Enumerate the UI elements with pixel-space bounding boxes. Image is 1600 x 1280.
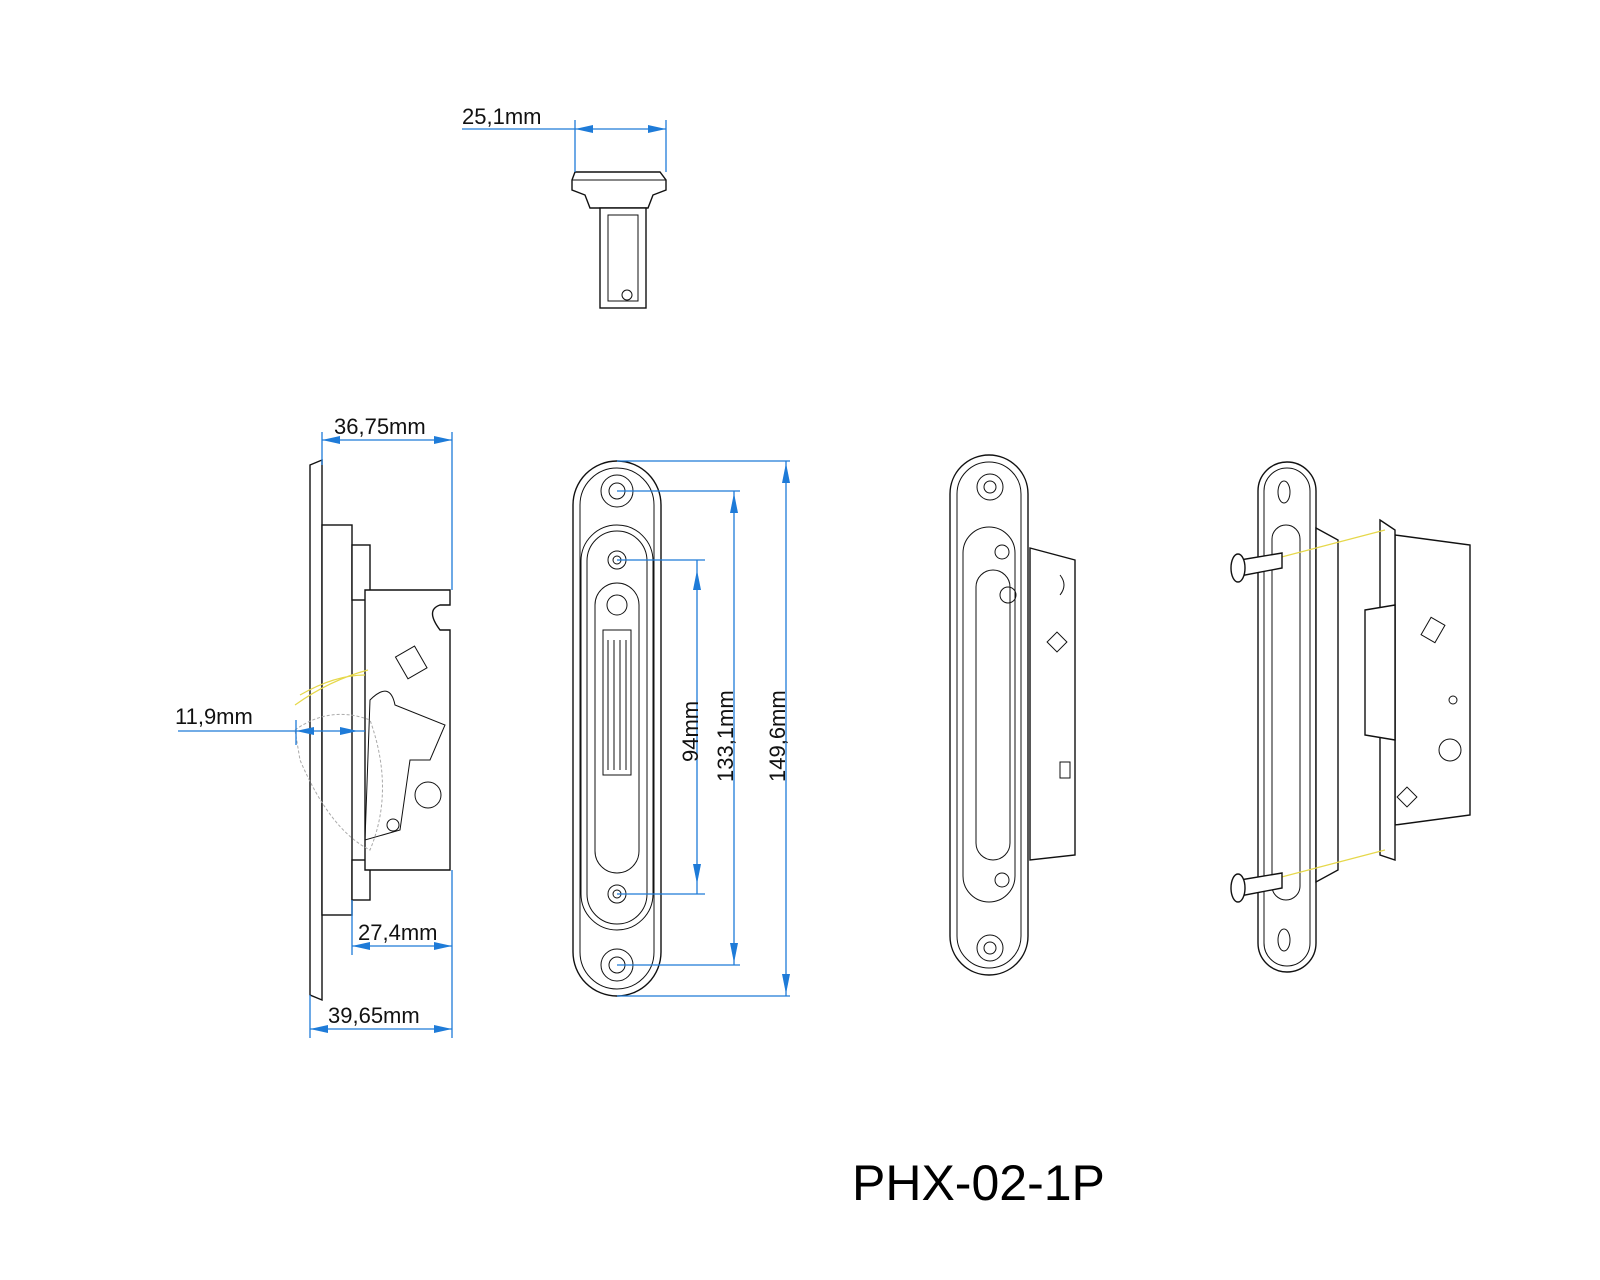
model-title: PHX-02-1P	[852, 1155, 1105, 1211]
dimension-overall-depth: 39,65mm	[309, 955, 453, 1038]
screw-icon	[1230, 872, 1283, 903]
side-view	[294, 458, 451, 1002]
dimension-top-width: 25,1mm	[462, 104, 667, 172]
front-view	[572, 460, 662, 997]
dimension-overall-length: 149,6mm	[617, 460, 790, 997]
dimension-label-overall-depth: 39,65mm	[328, 1003, 420, 1028]
dimension-label-side-width: 36,75mm	[334, 414, 426, 439]
dimension-hole-spacing-inner: 94mm	[617, 559, 705, 895]
dimension-label-offset: 11,9mm	[175, 704, 253, 729]
dimension-offset: 11,9mm	[175, 704, 365, 745]
dimension-label-hole-spacing-outer: 133,1mm	[713, 690, 738, 782]
dimension-inner-depth: 27,4mm	[351, 870, 453, 955]
dimension-label-overall-length: 149,6mm	[765, 690, 790, 782]
top-view	[571, 171, 667, 309]
dimension-hole-spacing-outer: 133,1mm	[617, 490, 740, 966]
isometric-view-exploded	[1230, 461, 1471, 973]
dimension-side-width: 36,75mm	[321, 414, 453, 590]
isometric-view-assembled	[949, 454, 1076, 976]
dimension-label-hole-spacing-inner: 94mm	[678, 701, 703, 762]
screw-icon	[1230, 552, 1283, 583]
dimension-label-top-width: 25,1mm	[462, 104, 541, 129]
dimension-label-inner-depth: 27,4mm	[358, 920, 437, 945]
